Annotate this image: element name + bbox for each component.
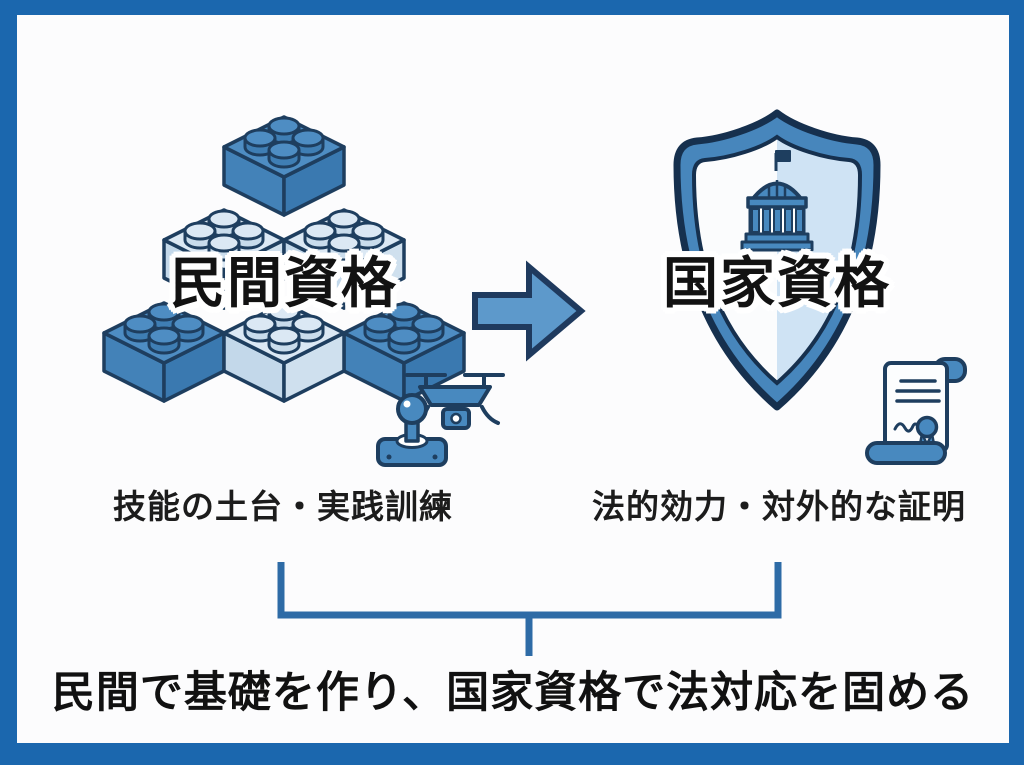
drone-controller-icon: [376, 373, 505, 467]
right-caption: 法的効力・対外的な証明: [592, 488, 966, 525]
document-text-lines: [895, 379, 941, 403]
left-title: 民間資格: [169, 252, 398, 314]
drone-camera-lens: [450, 412, 462, 425]
scroll-page: [883, 361, 949, 453]
shield-icon: [673, 109, 881, 411]
left-caption: 技能の土台・実践訓練: [113, 488, 453, 525]
scroll-bottom-roll: [865, 441, 947, 465]
arrow-right-icon: [472, 260, 586, 362]
award-rosette: [915, 415, 939, 439]
certificate-icon: [865, 357, 967, 465]
building-flag: [775, 150, 791, 162]
building-steps: [740, 240, 814, 252]
right-title: 国家資格: [662, 252, 891, 314]
footer-headline: 民間で基礎を作り、国家資格で法対応を固める: [51, 669, 975, 717]
brick-row-top: [224, 117, 344, 215]
drone-icon: [405, 373, 505, 430]
joystick-icon: [376, 393, 448, 467]
government-building-icon: [740, 150, 814, 252]
merge-bracket: [277, 562, 782, 656]
signature-squiggle: [893, 422, 920, 433]
